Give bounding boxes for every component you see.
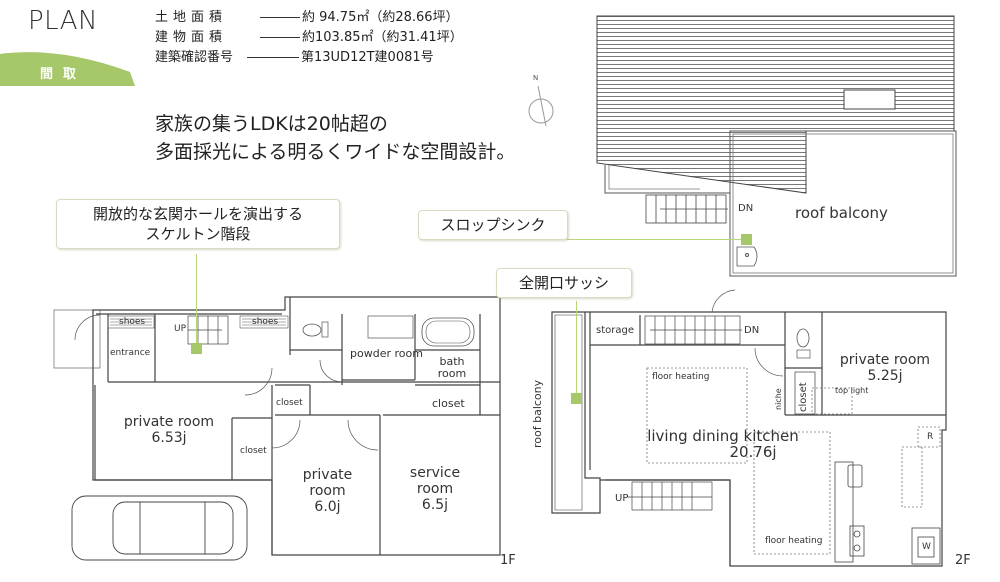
spec-permit-number: 建築確認番号 第13UD12T建0081号: [155, 46, 434, 65]
spec-value: 第13UD12T建0081号: [301, 50, 434, 65]
roof-balcony-2f-label: roof balcony: [531, 379, 544, 448]
spec-label: 土地面積: [155, 10, 228, 25]
sash-marker: [571, 393, 582, 404]
floor-heating-label-1: floor heating: [652, 372, 710, 382]
floor-label-1f: 1F: [500, 553, 516, 568]
floor-label-2f: 2F: [955, 553, 971, 568]
roof-balcony-label: roof balcony: [795, 204, 888, 222]
headline: 家族の集うLDKは20帖超の 多面採光による明るくワイドな空間設計。: [155, 110, 515, 166]
shoes-label-2: shoes: [252, 317, 279, 327]
private-room-1: private room 6.53j: [114, 414, 224, 446]
ldk-room: living dining kitchen 20.76j: [643, 428, 803, 460]
spec-value: 約103.85㎡（約31.41坪）: [302, 30, 463, 45]
stair-up-label-1f: UP: [174, 324, 187, 334]
washer-label: W: [922, 542, 931, 552]
niche-label: niche: [774, 388, 783, 410]
room-name: private room: [839, 352, 931, 368]
section-label: 間取: [40, 67, 87, 82]
service-room: service room 6.5j: [409, 465, 461, 513]
headline-line1: 家族の集うLDKは20帖超の: [155, 113, 388, 135]
stair-dn-label-2f: DN: [744, 325, 760, 336]
stairs-marker: [191, 343, 202, 354]
private-room-2: private room 6.0j: [302, 467, 353, 515]
spec-land-area: 土地面積 約 94.75㎡（約28.66坪）: [155, 6, 459, 25]
private-room-2f: private room 5.25j: [830, 352, 940, 384]
entrance-label: entrance: [110, 348, 151, 358]
spec-value: 約 94.75㎡（約28.66坪）: [302, 10, 459, 25]
room-name: living dining kitchen: [647, 427, 799, 445]
sash-leader-line: [576, 301, 577, 395]
powder-room-label: powder room: [350, 347, 423, 360]
headline-line2: 多面採光による明るくワイドな空間設計。: [155, 141, 516, 163]
stair-up-label-2f: UP: [615, 493, 629, 504]
closet-label-hall: closet: [276, 398, 303, 408]
closet-label-top-right: closet: [432, 397, 465, 410]
floor-heating-label-2: floor heating: [765, 536, 823, 546]
room-size: 6.53j: [151, 430, 187, 446]
shoes-label-1: shoes: [119, 317, 146, 327]
spec-label: 建物面積: [155, 30, 228, 45]
callout-full-opening-sash: 全開口サッシ: [496, 268, 632, 298]
room-size: 20.76j: [729, 443, 777, 461]
closet-label-small: closet: [240, 446, 267, 456]
callout-slop-sink: スロップシンク: [418, 210, 568, 240]
section-band: [0, 52, 135, 86]
plan-title: PLAN: [28, 6, 98, 36]
storage-label: storage: [596, 325, 634, 336]
room-name: private room: [123, 414, 215, 430]
refrigerator-label: R: [927, 432, 934, 442]
roof-stair-dn-label: DN: [738, 203, 754, 214]
slop-sink-marker: [741, 234, 752, 245]
room-size: 5.25j: [867, 368, 903, 384]
closet-2f-label: closet: [798, 382, 809, 412]
top-light-label: top light: [835, 386, 869, 395]
slop-sink-leader-line: [567, 239, 745, 240]
spec-label: 建築確認番号: [155, 50, 234, 65]
callout-stairs: 開放的な玄関ホールを演出する スケルトン階段: [56, 199, 340, 249]
compass-north-label: N: [533, 74, 539, 82]
stairs-leader-line: [196, 254, 197, 344]
bath-room-label: bath room: [437, 355, 467, 380]
spec-building-area: 建物面積 約103.85㎡（約31.41坪）: [155, 26, 463, 45]
